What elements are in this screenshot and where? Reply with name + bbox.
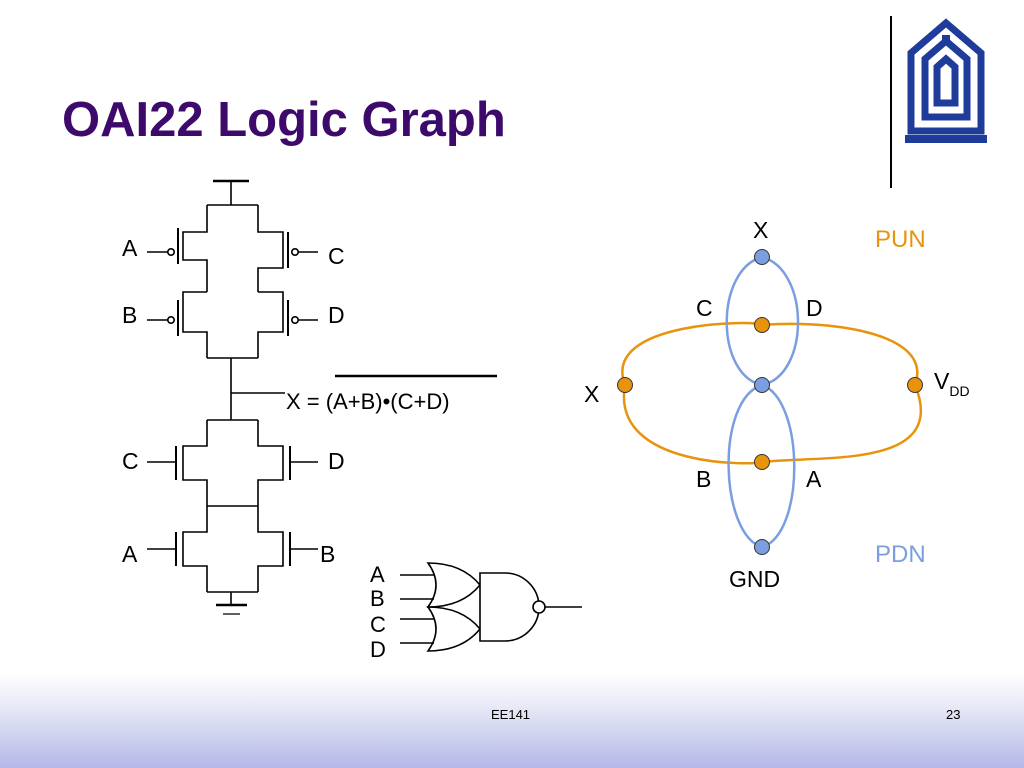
page-number: 23 <box>946 707 961 722</box>
cmos-schematic <box>147 179 318 615</box>
nmos-b <box>257 506 318 592</box>
or-gate-2 <box>426 606 482 652</box>
pun-edge-b-a <box>622 384 923 465</box>
pmos-c <box>257 205 318 292</box>
graph-nodes <box>617 249 923 555</box>
nand-gate <box>479 572 540 642</box>
pdn-edge-a <box>761 383 796 549</box>
pmos-d-label: D <box>328 302 345 328</box>
gate-input-d: D <box>370 637 386 662</box>
slide-title: OAI22 Logic Graph <box>62 93 506 147</box>
nmos-d <box>257 420 318 506</box>
gate-input-b: B <box>370 586 385 611</box>
graph-label-x-top: X <box>753 217 768 243</box>
pmos-a <box>147 205 208 292</box>
oai22-gate-symbol <box>400 562 582 652</box>
output-equation: X = (A+B)•(C+D) <box>286 389 450 414</box>
nmos-a <box>147 506 208 592</box>
nmos-d-label: D <box>328 448 345 474</box>
header-divider <box>890 16 892 188</box>
gate-input-c: C <box>370 612 386 637</box>
node-vdd <box>907 377 923 393</box>
node-pun-ba <box>754 454 770 470</box>
pdn-edge-b <box>727 383 763 549</box>
graph-label-vdd: VDD <box>934 368 970 399</box>
graph-label-x-left: X <box>584 381 599 407</box>
graph-label-c: C <box>696 295 713 321</box>
pmos-b <box>147 291 208 358</box>
pmos-a-label: A <box>122 235 138 261</box>
graph-label-gnd: GND <box>729 566 780 592</box>
or-gate-1 <box>426 562 482 608</box>
pdn-edge-d <box>761 255 800 387</box>
nmos-c-label: C <box>122 448 139 474</box>
node-center <box>754 377 770 393</box>
pmos-b-label: B <box>122 302 137 328</box>
gate-input-a: A <box>370 562 385 587</box>
nmos-b-label: B <box>320 541 335 567</box>
nmos-a-label: A <box>122 541 138 567</box>
pun-edge-c-d <box>621 321 919 386</box>
logic-graph <box>621 255 923 549</box>
pmos-c-label: C <box>328 243 345 269</box>
graph-label-a: A <box>806 466 822 492</box>
node-gnd <box>754 539 770 555</box>
pun-label: PUN <box>875 226 926 253</box>
graph-label-b: B <box>696 466 711 492</box>
footer-band <box>0 672 1024 768</box>
node-x-top <box>754 249 770 265</box>
pdn-edge-c <box>725 255 763 387</box>
node-pun-cd <box>754 317 770 333</box>
footer-course-label: EE141 <box>491 707 531 722</box>
node-x-left <box>617 377 633 393</box>
pdn-label: PDN <box>875 541 926 568</box>
nmos-c <box>147 420 208 506</box>
university-logo-icon <box>905 18 987 143</box>
pmos-d <box>257 291 318 358</box>
graph-label-d: D <box>806 295 823 321</box>
output-bubble <box>532 600 546 614</box>
